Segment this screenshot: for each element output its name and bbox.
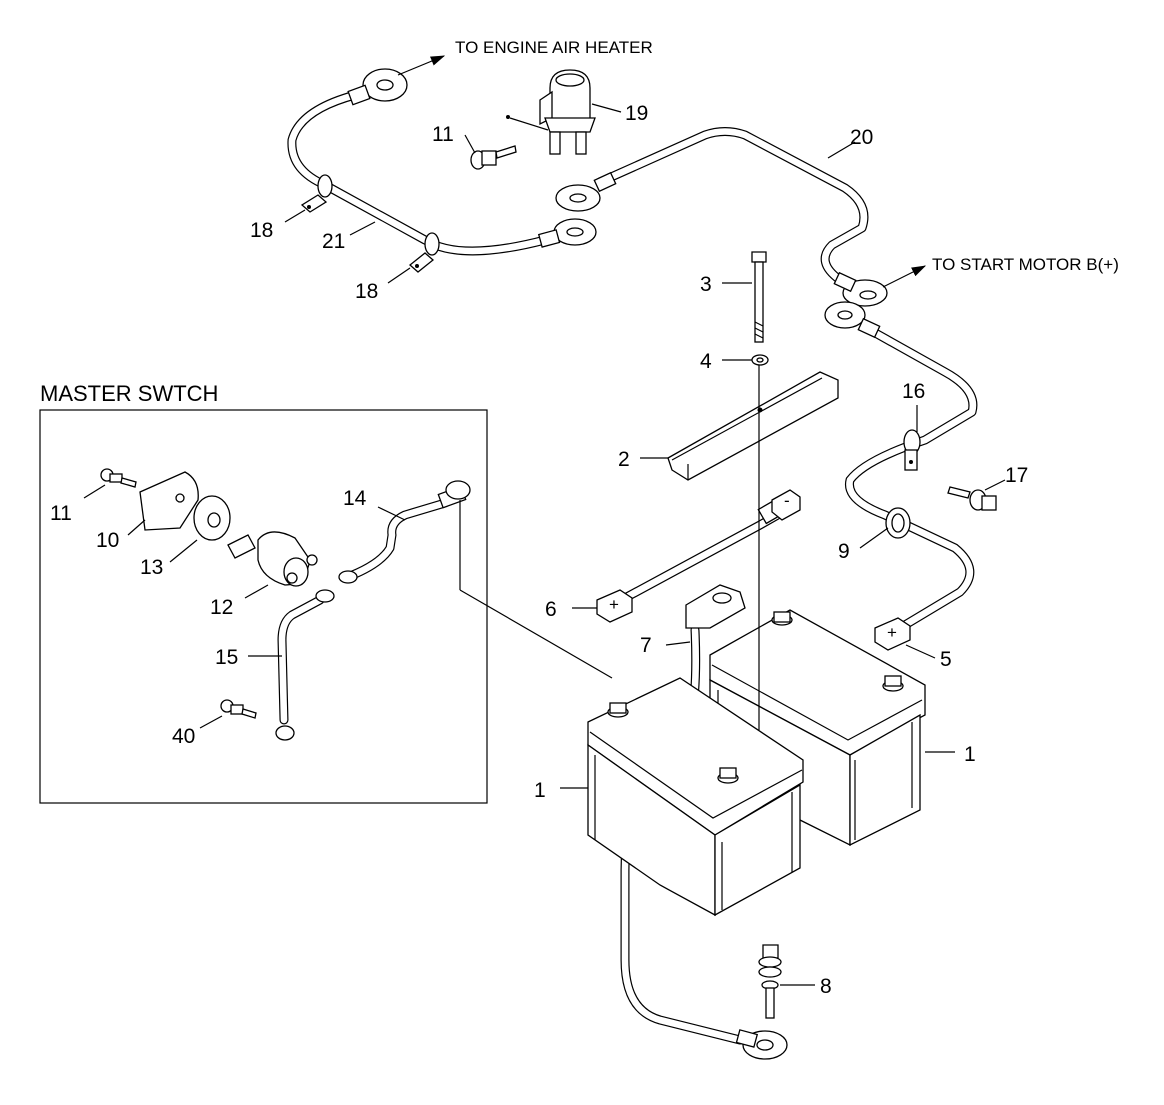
cable-5 xyxy=(844,325,978,630)
bolt-17 xyxy=(947,486,997,511)
terminal-cap-negative: - xyxy=(771,489,801,521)
terminal-cap-5: + xyxy=(874,617,911,651)
bolt-11 xyxy=(470,145,517,170)
arrow-to-start-motor xyxy=(882,265,927,288)
note-engine-air-heater: TO ENGINE AIR HEATER xyxy=(455,38,653,57)
bolt-3 xyxy=(751,251,767,343)
callout-17: 17 xyxy=(1005,464,1028,487)
callout-16: 16 xyxy=(902,380,925,403)
hold-down-bracket-2 xyxy=(667,371,839,481)
terminal-post xyxy=(607,702,629,718)
ring-terminal xyxy=(537,218,597,248)
callout-8: 8 xyxy=(820,975,832,998)
ring-terminal xyxy=(275,480,471,741)
callout-40: 40 xyxy=(172,725,195,748)
callout-5: 5 xyxy=(940,648,952,671)
ring-terminal xyxy=(833,271,888,307)
callout-13: 13 xyxy=(140,556,163,579)
callout-4: 4 xyxy=(700,350,712,373)
callout-6: 6 xyxy=(545,598,557,621)
callout-3: 3 xyxy=(700,273,712,296)
callout-21: 21 xyxy=(322,230,345,253)
callout-11: 11 xyxy=(50,502,72,525)
note-start-motor: TO START MOTOR B(+) xyxy=(932,255,1119,274)
ring-terminal xyxy=(347,68,408,106)
terminal-cap-6: + xyxy=(596,589,633,623)
callout-7: 7 xyxy=(640,634,652,657)
callout-14: 14 xyxy=(343,487,367,510)
callout-2: 2 xyxy=(618,448,630,471)
bolt-8 xyxy=(758,944,782,1019)
terminal-minus-mark: - xyxy=(784,491,790,510)
callout-1: 1 xyxy=(534,779,546,802)
callout-1: 1 xyxy=(964,743,976,766)
callout-15: 15 xyxy=(215,646,238,669)
ring-terminal xyxy=(824,301,881,339)
bolt-11-inset xyxy=(100,468,137,488)
callout-18: 18 xyxy=(355,280,378,303)
terminal-cap-7 xyxy=(685,584,746,629)
cable-sleeve xyxy=(437,485,797,525)
ring-terminal xyxy=(735,1029,788,1060)
leader-line xyxy=(459,589,613,679)
washer-4 xyxy=(751,354,769,366)
inset-frame xyxy=(39,409,488,804)
terminal-plus-mark: + xyxy=(887,623,897,642)
battery-rear xyxy=(709,609,926,847)
battery-front xyxy=(587,677,804,917)
master-switch-12 xyxy=(227,531,318,587)
callout-19: 19 xyxy=(625,102,648,125)
ring-terminal xyxy=(555,171,617,212)
bolt-40 xyxy=(220,699,257,719)
callout-9: 9 xyxy=(838,540,850,563)
terminal-plus-mark: + xyxy=(609,595,619,614)
terminal-post xyxy=(717,767,739,784)
callout-12: 12 xyxy=(210,596,233,619)
heater-relay-19 xyxy=(506,69,596,155)
switch-plate-10 xyxy=(139,471,199,531)
cable-14 xyxy=(340,498,450,583)
cable-clamp-18 xyxy=(408,232,440,273)
callout-10: 10 xyxy=(96,529,119,552)
terminal-post xyxy=(882,675,904,692)
master-switch-inset: MASTER SWTCH xyxy=(39,381,488,804)
grommet-9 xyxy=(885,507,911,539)
cable-clamp-16 xyxy=(903,429,921,471)
callout-18: 18 xyxy=(250,219,273,242)
cable-clamp-18 xyxy=(300,174,333,213)
arrow-to-heater xyxy=(397,55,446,76)
gasket-13 xyxy=(193,495,231,541)
callout-20: 20 xyxy=(850,126,873,149)
callout-11: 11 xyxy=(432,123,454,146)
callout-labels: 1 1 2 3 4 5 6 7 8 9 10 11 11 12 13 14 15… xyxy=(50,102,1028,998)
leader-lines xyxy=(83,103,1006,986)
cable-20 xyxy=(595,127,869,285)
inset-title: MASTER SWTCH xyxy=(40,381,218,406)
terminal-post xyxy=(771,611,793,626)
cable-15 xyxy=(277,595,325,725)
cable-21 xyxy=(287,90,550,256)
